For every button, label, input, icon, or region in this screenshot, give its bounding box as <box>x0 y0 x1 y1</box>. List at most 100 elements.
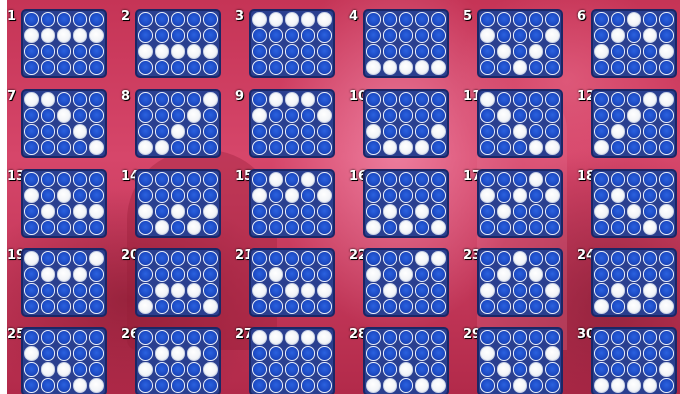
payline-cell <box>529 204 544 219</box>
payline-cell-active <box>497 362 512 377</box>
payline-pattern: 9 <box>235 85 345 159</box>
payline-cell <box>643 299 658 314</box>
payline-cell <box>41 12 56 27</box>
payline-cell <box>285 28 300 43</box>
payline-cell-active <box>301 283 316 298</box>
payline-cell <box>383 124 398 139</box>
payline-cell <box>627 124 642 139</box>
payline-cell <box>252 124 267 139</box>
payline-cell <box>57 124 72 139</box>
payline-pattern: 19 <box>7 244 117 318</box>
payline-cell <box>415 362 430 377</box>
payline-cell-active <box>269 267 284 282</box>
payline-cell-active <box>89 140 104 155</box>
payline-cell <box>252 204 267 219</box>
payline-cell <box>611 60 626 75</box>
payline-cell-active <box>545 140 560 155</box>
payline-cell <box>643 140 658 155</box>
payline-cell <box>643 188 658 203</box>
payline-cell <box>269 378 284 393</box>
payline-cell <box>366 251 381 266</box>
payline-cell-active <box>545 346 560 361</box>
payline-cell <box>138 188 153 203</box>
payline-cell-active <box>366 124 381 139</box>
payline-cell <box>252 267 267 282</box>
payline-cell-active <box>415 140 430 155</box>
payline-grid <box>591 89 677 158</box>
payline-number: 8 <box>121 90 130 103</box>
payline-cell <box>627 28 642 43</box>
payline-cell <box>366 92 381 107</box>
payline-cell-active <box>431 124 446 139</box>
payline-cell-active <box>285 12 300 27</box>
payline-cell <box>545 267 560 282</box>
payline-cell <box>366 188 381 203</box>
payline-cell-active <box>41 28 56 43</box>
payline-cell <box>317 140 332 155</box>
payline-cell <box>513 172 528 187</box>
payline-cell-active <box>643 283 658 298</box>
payline-cell-active <box>57 362 72 377</box>
payline-cell-active <box>317 283 332 298</box>
payline-cell <box>155 378 170 393</box>
payline-cell-active <box>545 283 560 298</box>
payline-cell-active <box>73 267 88 282</box>
payline-cell <box>643 108 658 123</box>
payline-cell <box>627 60 642 75</box>
payline-cell <box>269 188 284 203</box>
payline-cell <box>513 140 528 155</box>
payline-cell <box>529 108 544 123</box>
payline-cell <box>497 140 512 155</box>
payline-cell <box>57 172 72 187</box>
payline-cell <box>611 204 626 219</box>
payline-cell <box>171 28 186 43</box>
payline-cell <box>187 330 202 345</box>
payline-cell <box>497 378 512 393</box>
payline-cell <box>366 28 381 43</box>
payline-cell-active <box>187 44 202 59</box>
payline-cell <box>155 12 170 27</box>
payline-cell <box>187 362 202 377</box>
payline-cell <box>24 12 39 27</box>
payline-cell-active <box>203 362 218 377</box>
payline-cell <box>513 204 528 219</box>
payline-cell <box>203 220 218 235</box>
payline-cell <box>187 140 202 155</box>
payline-cell <box>627 251 642 266</box>
payline-cell-active <box>171 124 186 139</box>
payline-cell <box>480 220 495 235</box>
payline-cell <box>659 12 674 27</box>
payline-cell <box>57 44 72 59</box>
payline-cell <box>285 220 300 235</box>
payline-cell-active <box>203 204 218 219</box>
payline-cell <box>497 60 512 75</box>
payline-cell <box>529 346 544 361</box>
payline-cell <box>73 108 88 123</box>
payline-cell <box>611 346 626 361</box>
payline-cell <box>480 362 495 377</box>
payline-pattern: 5 <box>463 5 573 79</box>
payline-cell <box>383 92 398 107</box>
payline-cell-active <box>317 12 332 27</box>
payline-cell <box>611 299 626 314</box>
payline-cell <box>57 330 72 345</box>
payline-cell <box>399 124 414 139</box>
payline-cell <box>545 299 560 314</box>
payline-cell <box>171 330 186 345</box>
payline-cell <box>89 124 104 139</box>
payline-cell <box>317 267 332 282</box>
payline-cell <box>480 204 495 219</box>
payline-cell <box>415 92 430 107</box>
payline-cell <box>252 220 267 235</box>
payline-cell <box>415 172 430 187</box>
payline-cell-active <box>89 378 104 393</box>
payline-cell <box>431 362 446 377</box>
payline-grid <box>591 169 677 238</box>
payline-cell <box>317 378 332 393</box>
payline-cell <box>545 92 560 107</box>
payline-cell <box>431 188 446 203</box>
payline-cell <box>57 60 72 75</box>
payline-cell <box>41 188 56 203</box>
payline-cell <box>269 283 284 298</box>
